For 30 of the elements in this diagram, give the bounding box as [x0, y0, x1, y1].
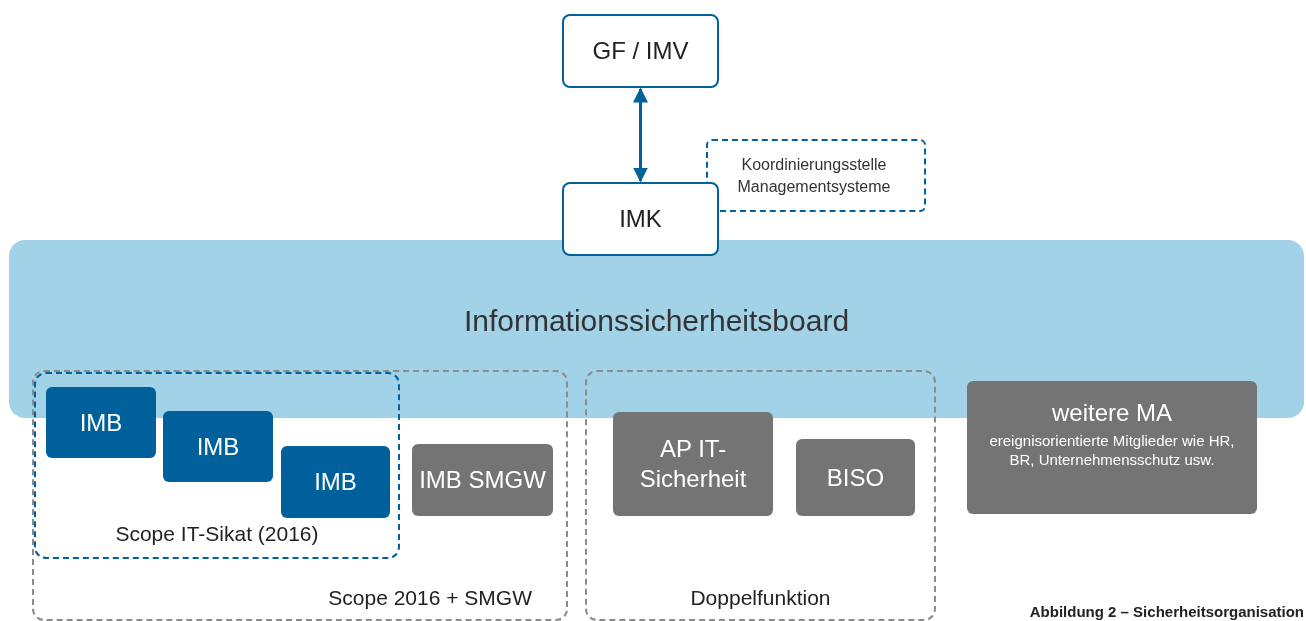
role-box	[281, 446, 390, 518]
role-box	[46, 387, 156, 458]
role-box	[796, 439, 915, 516]
scope-label: Doppelfunktion	[689, 584, 832, 611]
role-box	[412, 444, 553, 516]
role-box	[613, 412, 773, 516]
dashed-role-box	[706, 139, 926, 212]
role-box	[562, 182, 719, 256]
function-frame	[585, 370, 936, 621]
role-description: ereignisorientierte Mitglieder wie HR, BR, Unternehmensschutz usw.	[988, 431, 1236, 469]
role-label: AP IT-Sicherheit	[638, 434, 748, 494]
figure-caption: Abbildung 2 – Sicherheitsorganisation	[1029, 602, 1304, 621]
role-label: GF / IMV	[592, 36, 689, 66]
scope-label: Scope 2016 + SMGW	[328, 584, 532, 611]
role-label: IMB	[195, 431, 241, 462]
role-box	[967, 381, 1257, 514]
scope-frame	[32, 370, 568, 621]
board-title: Informationssicherheitsboard	[462, 303, 851, 339]
scope-frame	[34, 372, 400, 559]
role-label: IMB SMGW	[418, 465, 547, 495]
role-label: IMB	[313, 467, 358, 497]
role-label: BISO	[825, 462, 886, 493]
scope-label: Scope IT-Sikat (2016)	[114, 520, 320, 547]
double-arrow	[633, 87, 648, 183]
role-label: Koordinierungsstelle Managementsysteme	[736, 154, 892, 197]
role-box	[562, 14, 719, 88]
role-box	[163, 411, 273, 482]
role-title: weitere MA	[1051, 399, 1172, 427]
role-label: IMK	[619, 204, 662, 234]
role-label: IMB	[78, 407, 124, 438]
